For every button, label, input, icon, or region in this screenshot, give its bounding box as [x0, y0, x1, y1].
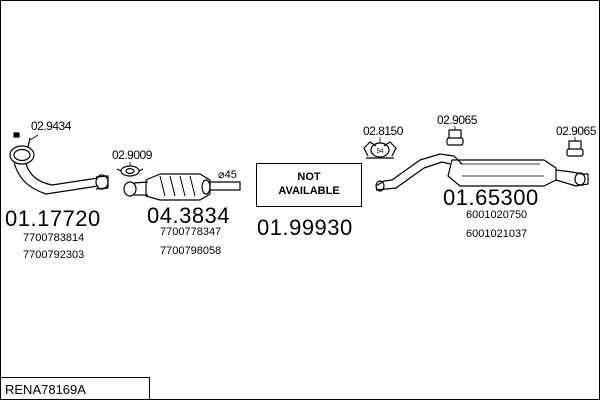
rubber-mount-2-icon — [566, 140, 584, 157]
catalyst-part-number: 04.3834 — [147, 203, 231, 228]
diagram-code: RENA78169A — [5, 382, 86, 397]
diagram-code-box: RENA78169A — [0, 377, 150, 399]
catalyst-oem-number-2: 7700798058 — [160, 245, 222, 257]
not-available-line-1: NOT — [297, 171, 321, 184]
rubber-mount-1-ref-code: 02.9065 — [437, 113, 477, 127]
not-available-line-2: AVAILABLE — [278, 185, 340, 197]
downpipe-part-number: 01.17720 — [5, 206, 101, 231]
gasket-ref-code: 02.9009 — [112, 148, 152, 162]
rear-silencer-oem-number-2: 6001021037 — [466, 228, 528, 240]
downpipe-oem-number-1: 7700783814 — [23, 232, 85, 244]
mounting-ring-ref-code: 02.8150 — [363, 124, 403, 138]
catalyst-icon — [123, 173, 241, 201]
downpipe-icon — [9, 132, 109, 195]
downpipe-oem-number-2: 7700792303 — [23, 249, 85, 261]
rubber-mount-1-icon — [446, 129, 464, 146]
rear-silencer-icon — [375, 153, 589, 192]
catalyst-oem-number-1: 7700778347 — [160, 226, 222, 238]
middle-silencer-part-number: 01.99930 — [257, 215, 353, 240]
rubber-mount-2-ref-code: 02.9065 — [556, 124, 596, 138]
catalyst-diameter-label: ⌀45 — [218, 169, 237, 181]
gasket-icon — [116, 165, 144, 177]
rear-silencer-oem-number-1: 6001020750 — [466, 209, 528, 221]
mounting-ring-badge: 54 — [377, 149, 384, 155]
downpipe-ref-code: 02.9434 — [31, 119, 71, 133]
not-available-box: NOT AVAILABLE — [256, 163, 362, 207]
rear-silencer-part-number: 01.65300 — [443, 185, 539, 210]
